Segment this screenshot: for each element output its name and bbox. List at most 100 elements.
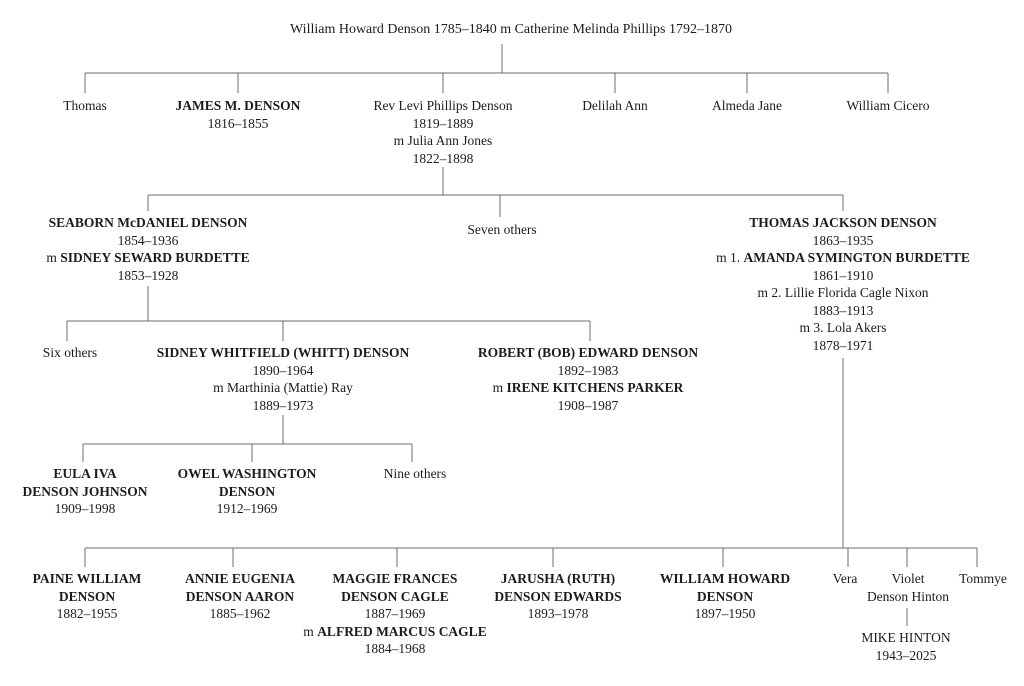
person-name: Almeda Jane — [711, 98, 783, 113]
spouse-name: AMANDA SYMINGTON BURDETTE — [743, 250, 970, 265]
marriage-prefix: m — [492, 380, 507, 395]
person-dates: 1890–1964 — [252, 362, 314, 378]
person-name-line2: DENSON JOHNSON — [22, 483, 148, 499]
person-dates: 1893–1978 — [527, 606, 589, 621]
group-label: Nine others — [383, 466, 447, 481]
connector-sidney-children — [82, 415, 413, 462]
person-name-line1: PAINE WILLIAM — [32, 571, 142, 586]
group-seven-others: Seven others — [467, 221, 536, 239]
root-couple-line: William Howard Denson 1785–1840 m Cather… — [290, 22, 732, 37]
person-name-line1: WILLIAM HOWARD — [659, 571, 791, 586]
spouse-dates: 1884–1968 — [364, 641, 426, 656]
person-james-m-denson: JAMES M. DENSON 1816–1855 — [176, 97, 301, 132]
person-name-line2: Denson Hinton — [866, 588, 950, 604]
person-name: Rev Levi Phillips Denson — [373, 98, 513, 113]
person-name: Vera — [832, 571, 858, 586]
spouse-2-dates: 1883–1913 — [812, 302, 874, 318]
person-name: THOMAS JACKSON DENSON — [749, 215, 937, 230]
marriage-line: m Marthinia (Mattie) Ray — [213, 380, 353, 395]
person-name-line1: OWEL WASHINGTON — [177, 466, 317, 481]
spouse-dates: 1822–1898 — [412, 150, 474, 166]
person-robert-edward-denson: ROBERT (BOB) EDWARD DENSON 1892–1983 m I… — [478, 344, 698, 414]
person-william-howard-denson-sr: William Howard Denson 1785–1840 m Cather… — [290, 21, 732, 39]
person-name-line2: DENSON CAGLE — [341, 588, 449, 604]
person-mike-hinton: MIKE HINTON 1943–2025 — [861, 629, 950, 664]
person-name: Tommye — [959, 571, 1007, 586]
person-sidney-whitfield-denson: SIDNEY WHITFIELD (WHITT) DENSON 1890–196… — [157, 344, 409, 414]
person-name-line1: ANNIE EUGENIA — [185, 571, 295, 586]
person-name-line2: DENSON EDWARDS — [494, 588, 622, 604]
person-name: JAMES M. DENSON — [175, 98, 301, 113]
spouse-name: IRENE KITCHENS PARKER — [506, 380, 684, 395]
spouse-dates: 1908–1987 — [557, 397, 619, 413]
person-thomas: Thomas — [63, 97, 107, 115]
person-dates: 1816–1855 — [207, 115, 269, 131]
person-dates: 1882–1955 — [56, 606, 118, 621]
marriage-line: m Julia Ann Jones — [393, 133, 493, 148]
marriage-prefix: m 1. — [716, 250, 744, 265]
person-name: Thomas — [63, 98, 107, 113]
person-name-line2: DENSON — [696, 588, 754, 604]
person-eula-iva-denson-johnson: EULA IVA DENSON JOHNSON 1909–1998 — [23, 465, 148, 518]
spouse-dates: 1853–1928 — [117, 267, 179, 283]
person-name: SIDNEY WHITFIELD (WHITT) DENSON — [156, 345, 410, 360]
person-name-line1: JARUSHA (RUTH) — [500, 571, 616, 586]
spouse-3-dates: 1878–1971 — [812, 337, 874, 353]
person-thomas-jackson-denson: THOMAS JACKSON DENSON 1863–1935 m 1. AMA… — [716, 214, 970, 354]
person-vera: Vera — [833, 570, 858, 588]
marriage-prefix: m — [303, 623, 318, 639]
person-name-line2: DENSON — [58, 588, 116, 604]
marriage-line: m ALFRED MARCUS CAGLE — [303, 623, 486, 641]
connector-gen1-to-gen2 — [84, 44, 889, 93]
person-dates: 1897–1950 — [694, 606, 756, 621]
person-seaborn-mcdaniel-denson: SEABORN McDANIEL DENSON 1854–1936 m SIDN… — [46, 214, 249, 284]
spouse-name: ALFRED MARCUS CAGLE — [317, 623, 487, 639]
person-name-line1: EULA IVA — [53, 466, 117, 481]
person-dates: 1892–1983 — [557, 362, 619, 378]
person-maggie-frances-denson-cagle: MAGGIE FRANCES DENSON CAGLE 1887–1969 m … — [303, 570, 486, 658]
connector-seaborn-children — [66, 286, 591, 341]
person-annie-eugenia-denson-aaron: ANNIE EUGENIA DENSON AARON 1885–1962 — [185, 570, 295, 623]
group-six-others: Six others — [43, 344, 97, 362]
person-name: SEABORN McDANIEL DENSON — [48, 215, 248, 230]
person-name-line2: DENSON — [218, 483, 276, 499]
marriage-line-3: m 3. Lola Akers — [799, 320, 887, 335]
group-label: Six others — [42, 345, 98, 360]
person-dates: 1943–2025 — [875, 647, 937, 663]
person-name: ROBERT (BOB) EDWARD DENSON — [477, 345, 699, 360]
person-name: William Cicero — [846, 98, 930, 113]
spouse-1-dates: 1861–1910 — [812, 267, 874, 283]
person-dates: 1854–1936 — [117, 232, 179, 248]
person-dates: 1909–1998 — [54, 501, 116, 516]
marriage-line-2: m 2. Lillie Florida Cagle Nixon — [757, 285, 929, 300]
group-nine-others: Nine others — [384, 465, 447, 483]
person-levi-phillips-denson: Rev Levi Phillips Denson 1819–1889 m Jul… — [373, 97, 512, 167]
person-paine-william-denson: PAINE WILLIAM DENSON 1882–1955 — [33, 570, 142, 623]
marriage-line: m SIDNEY SEWARD BURDETTE — [46, 249, 249, 267]
person-name-line2: DENSON AARON — [185, 588, 295, 604]
person-dates: 1819–1889 — [412, 115, 474, 131]
person-dates: 1885–1962 — [209, 606, 271, 621]
person-name: MIKE HINTON — [861, 630, 951, 645]
connector-thomas-jackson-children — [84, 358, 978, 567]
person-dates: 1887–1969 — [364, 606, 426, 621]
person-dates: 1912–1969 — [216, 501, 278, 516]
person-delilah-ann: Delilah Ann — [582, 97, 648, 115]
spouse-dates: 1889–1973 — [252, 397, 314, 413]
person-name-line1: MAGGIE FRANCES — [332, 571, 458, 586]
person-dates: 1863–1935 — [812, 232, 874, 248]
person-almeda-jane: Almeda Jane — [712, 97, 782, 115]
group-label: Seven others — [467, 222, 537, 237]
marriage-prefix: m — [46, 250, 61, 265]
marriage-line-1: m 1. AMANDA SYMINGTON BURDETTE — [716, 249, 970, 267]
person-owel-washington-denson: OWEL WASHINGTON DENSON 1912–1969 — [178, 465, 317, 518]
marriage-line: m IRENE KITCHENS PARKER — [478, 379, 698, 397]
person-name-line1: Violet — [891, 571, 925, 586]
person-william-howard-denson-jr: WILLIAM HOWARD DENSON 1897–1950 — [660, 570, 790, 623]
person-name: Delilah Ann — [582, 98, 648, 113]
person-violet-denson-hinton: Violet Denson Hinton — [867, 570, 949, 605]
person-tommye: Tommye — [959, 570, 1007, 588]
person-jarusha-denson-edwards: JARUSHA (RUTH) DENSON EDWARDS 1893–1978 — [494, 570, 621, 623]
